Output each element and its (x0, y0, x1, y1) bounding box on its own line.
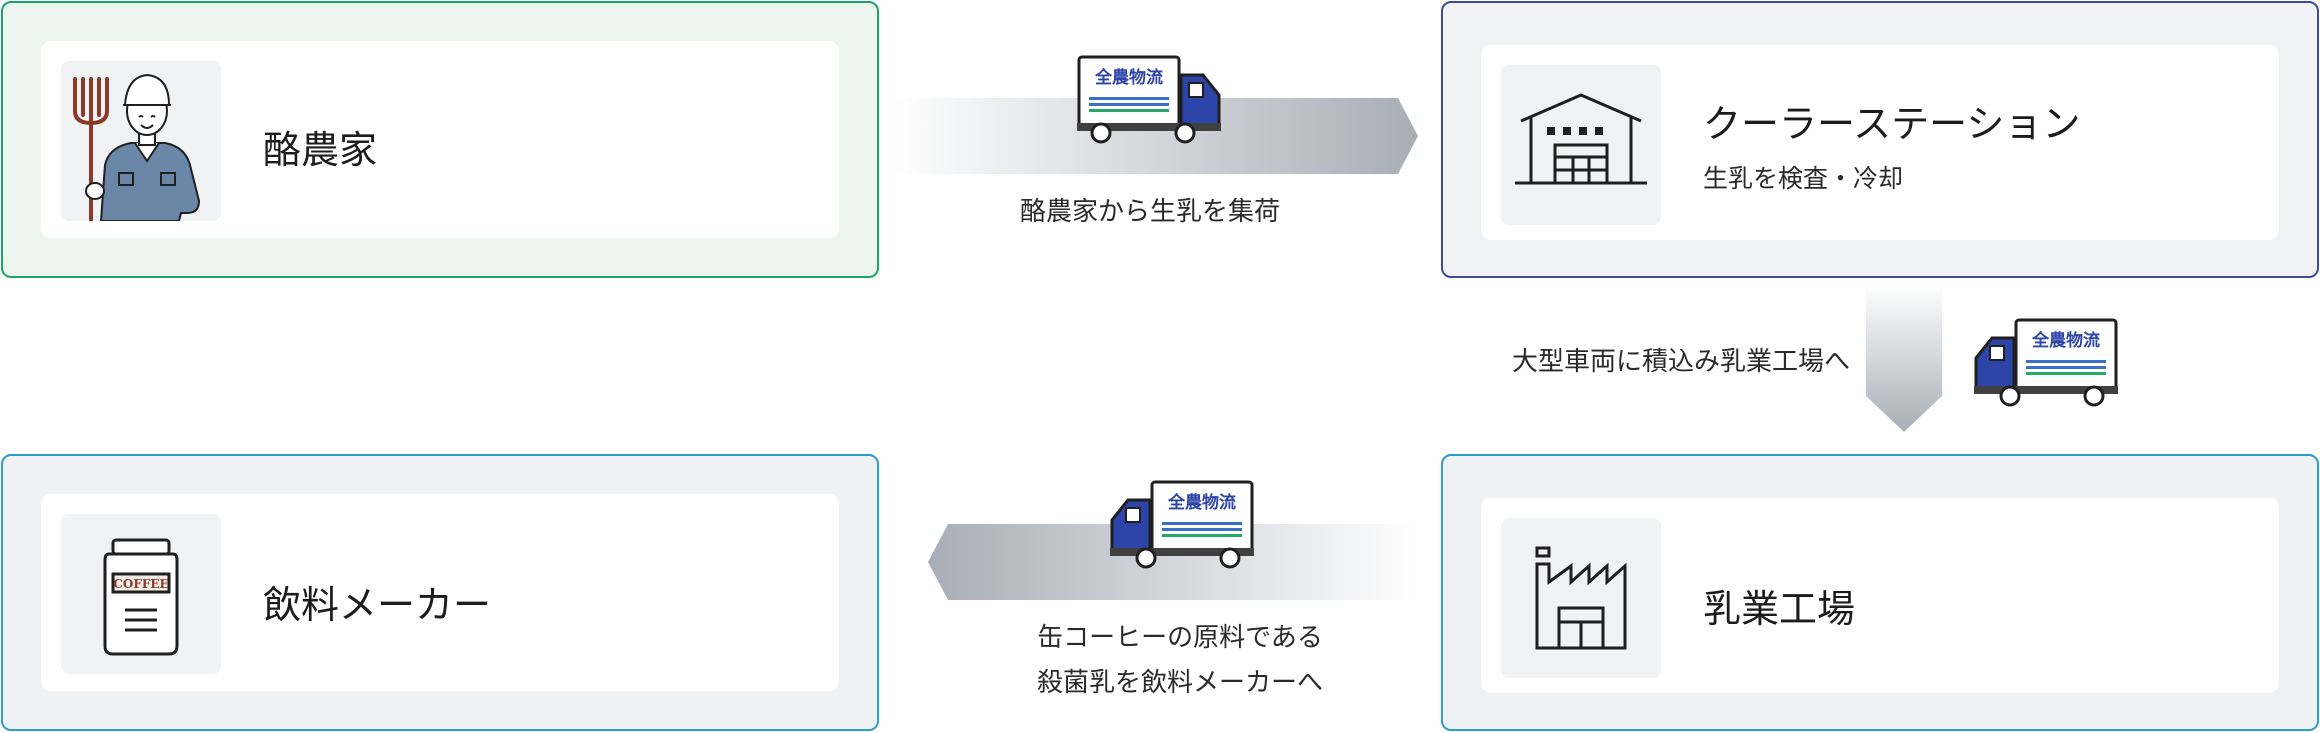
cooler-station-subtitle: 生乳を検査・冷却 (1703, 164, 1904, 193)
farmer-box: 酪農家 (1, 1, 879, 278)
farmer-card: 酪農家 (41, 41, 839, 238)
warehouse-icon (1501, 65, 1661, 225)
truck-icon-1: 全農物流 (1077, 55, 1221, 144)
dairy-factory-title: 乳業工場 (1703, 587, 1856, 631)
farmer-title: 酪農家 (263, 128, 378, 172)
truck-logo-text-1: 全農物流 (1094, 67, 1163, 88)
dairy-factory-card: 乳業工場 (1481, 498, 2279, 693)
beverage-maker-title: 飲料メーカー (263, 583, 492, 627)
cooler-station-box: クーラーステーション 生乳を検査・冷却 (1441, 1, 2319, 278)
truck-icon-3: 全農物流 (1110, 480, 1254, 569)
arrow-down (1866, 284, 1942, 432)
factory-icon (1501, 518, 1661, 678)
cooler-station-title: クーラーステーション (1703, 102, 2081, 146)
arrow-left (928, 524, 1418, 600)
dairy-factory-box: 乳業工場 (1441, 454, 2319, 731)
flow-label-dairy-to-maker-line2: 殺菌乳を飲料メーカーへ (1036, 668, 1323, 698)
can-label-text: COFFEE (113, 577, 168, 591)
flow-label-dairy-to-maker-line1: 缶コーヒーの原料である (1037, 623, 1323, 653)
truck-icon-2: 全農物流 (1974, 318, 2118, 407)
flow-label-cooler-to-dairy: 大型車両に積込み乳業工場へ (1511, 347, 1850, 377)
flow-label-farmer-to-cooler: 酪農家から生乳を集荷 (1019, 197, 1280, 227)
arrow-right-1 (892, 98, 1418, 174)
truck-logo-text-3: 全農物流 (1167, 492, 1236, 513)
cooler-station-card: クーラーステーション 生乳を検査・冷却 (1481, 45, 2279, 240)
beverage-maker-box: COFFEE 飲料メーカー (1, 454, 879, 731)
beverage-maker-card: COFFEE 飲料メーカー (41, 494, 839, 691)
farmer-pitchfork-icon (61, 61, 221, 221)
coffee-can-icon: COFFEE (61, 514, 221, 674)
truck-logo-text-2: 全農物流 (2031, 330, 2100, 351)
